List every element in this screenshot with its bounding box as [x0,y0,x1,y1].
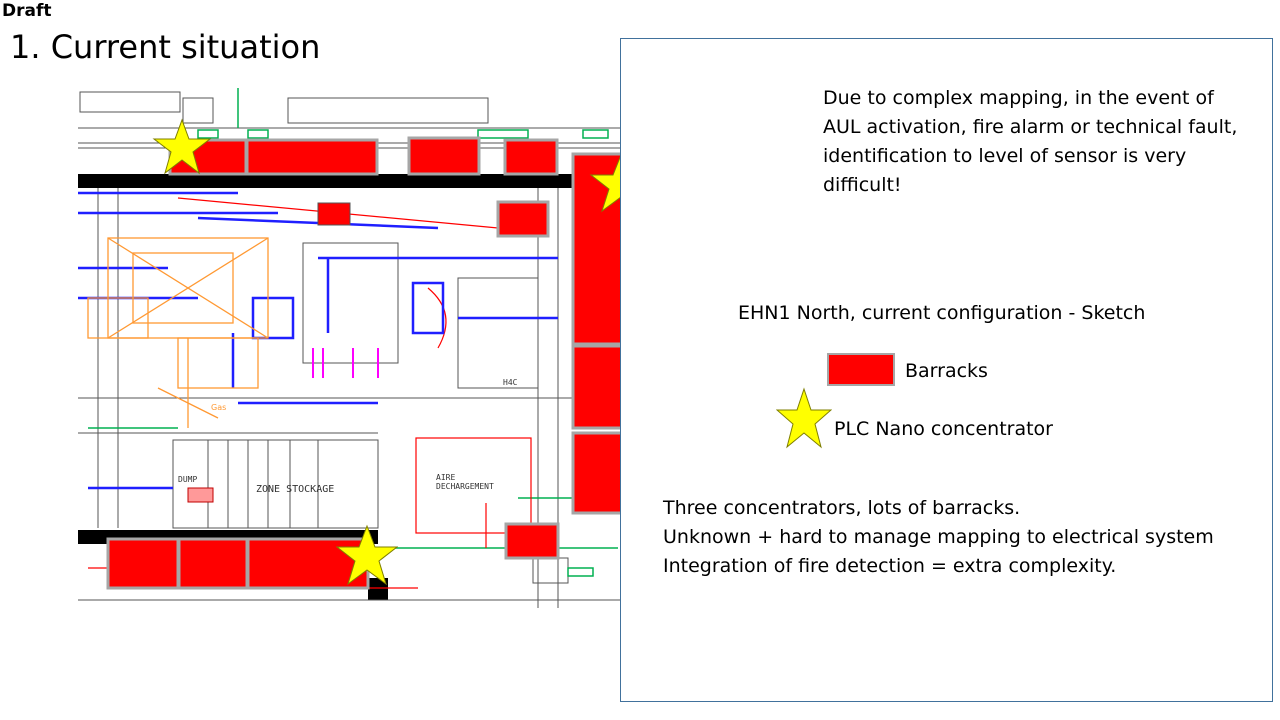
star-icon [152,118,212,175]
summary-line: Integration of fire detection = extra co… [663,555,1117,577]
zone-stockage-label: ZONE STOCKAGE [256,484,334,495]
aire-label-line2: DECHARGEMENT [436,482,494,491]
gas-label: Gas [211,403,226,412]
aire-label-line1: AIRE [436,473,455,482]
star-icon [776,387,832,449]
floor-plan-sketch: ZONE STOCKAGE AIRE DECHARGEMENT H4C DUMP… [78,88,623,616]
summary-line: Unknown + hard to manage mapping to elec… [663,526,1214,548]
slide-title: 1. Current situation [10,28,321,66]
sketch-title: EHN1 North, current configuration - Sket… [738,302,1146,324]
legend-concentrator-label: PLC Nano concentrator [834,418,1053,440]
callout-text: Due to complex mapping, in the event of … [823,87,1238,196]
h4c-label: H4C [503,378,518,387]
info-panel: Due to complex mapping, in the event of … [620,38,1273,702]
legend-barracks-swatch [827,353,895,386]
star-icon [336,524,398,586]
summary-text: Three concentrators, lots of barracks. U… [663,494,1214,581]
dump-label: DUMP [178,475,197,484]
draft-label: Draft [2,1,52,21]
summary-line: Three concentrators, lots of barracks. [663,497,1021,519]
legend-barracks-label: Barracks [905,360,988,382]
